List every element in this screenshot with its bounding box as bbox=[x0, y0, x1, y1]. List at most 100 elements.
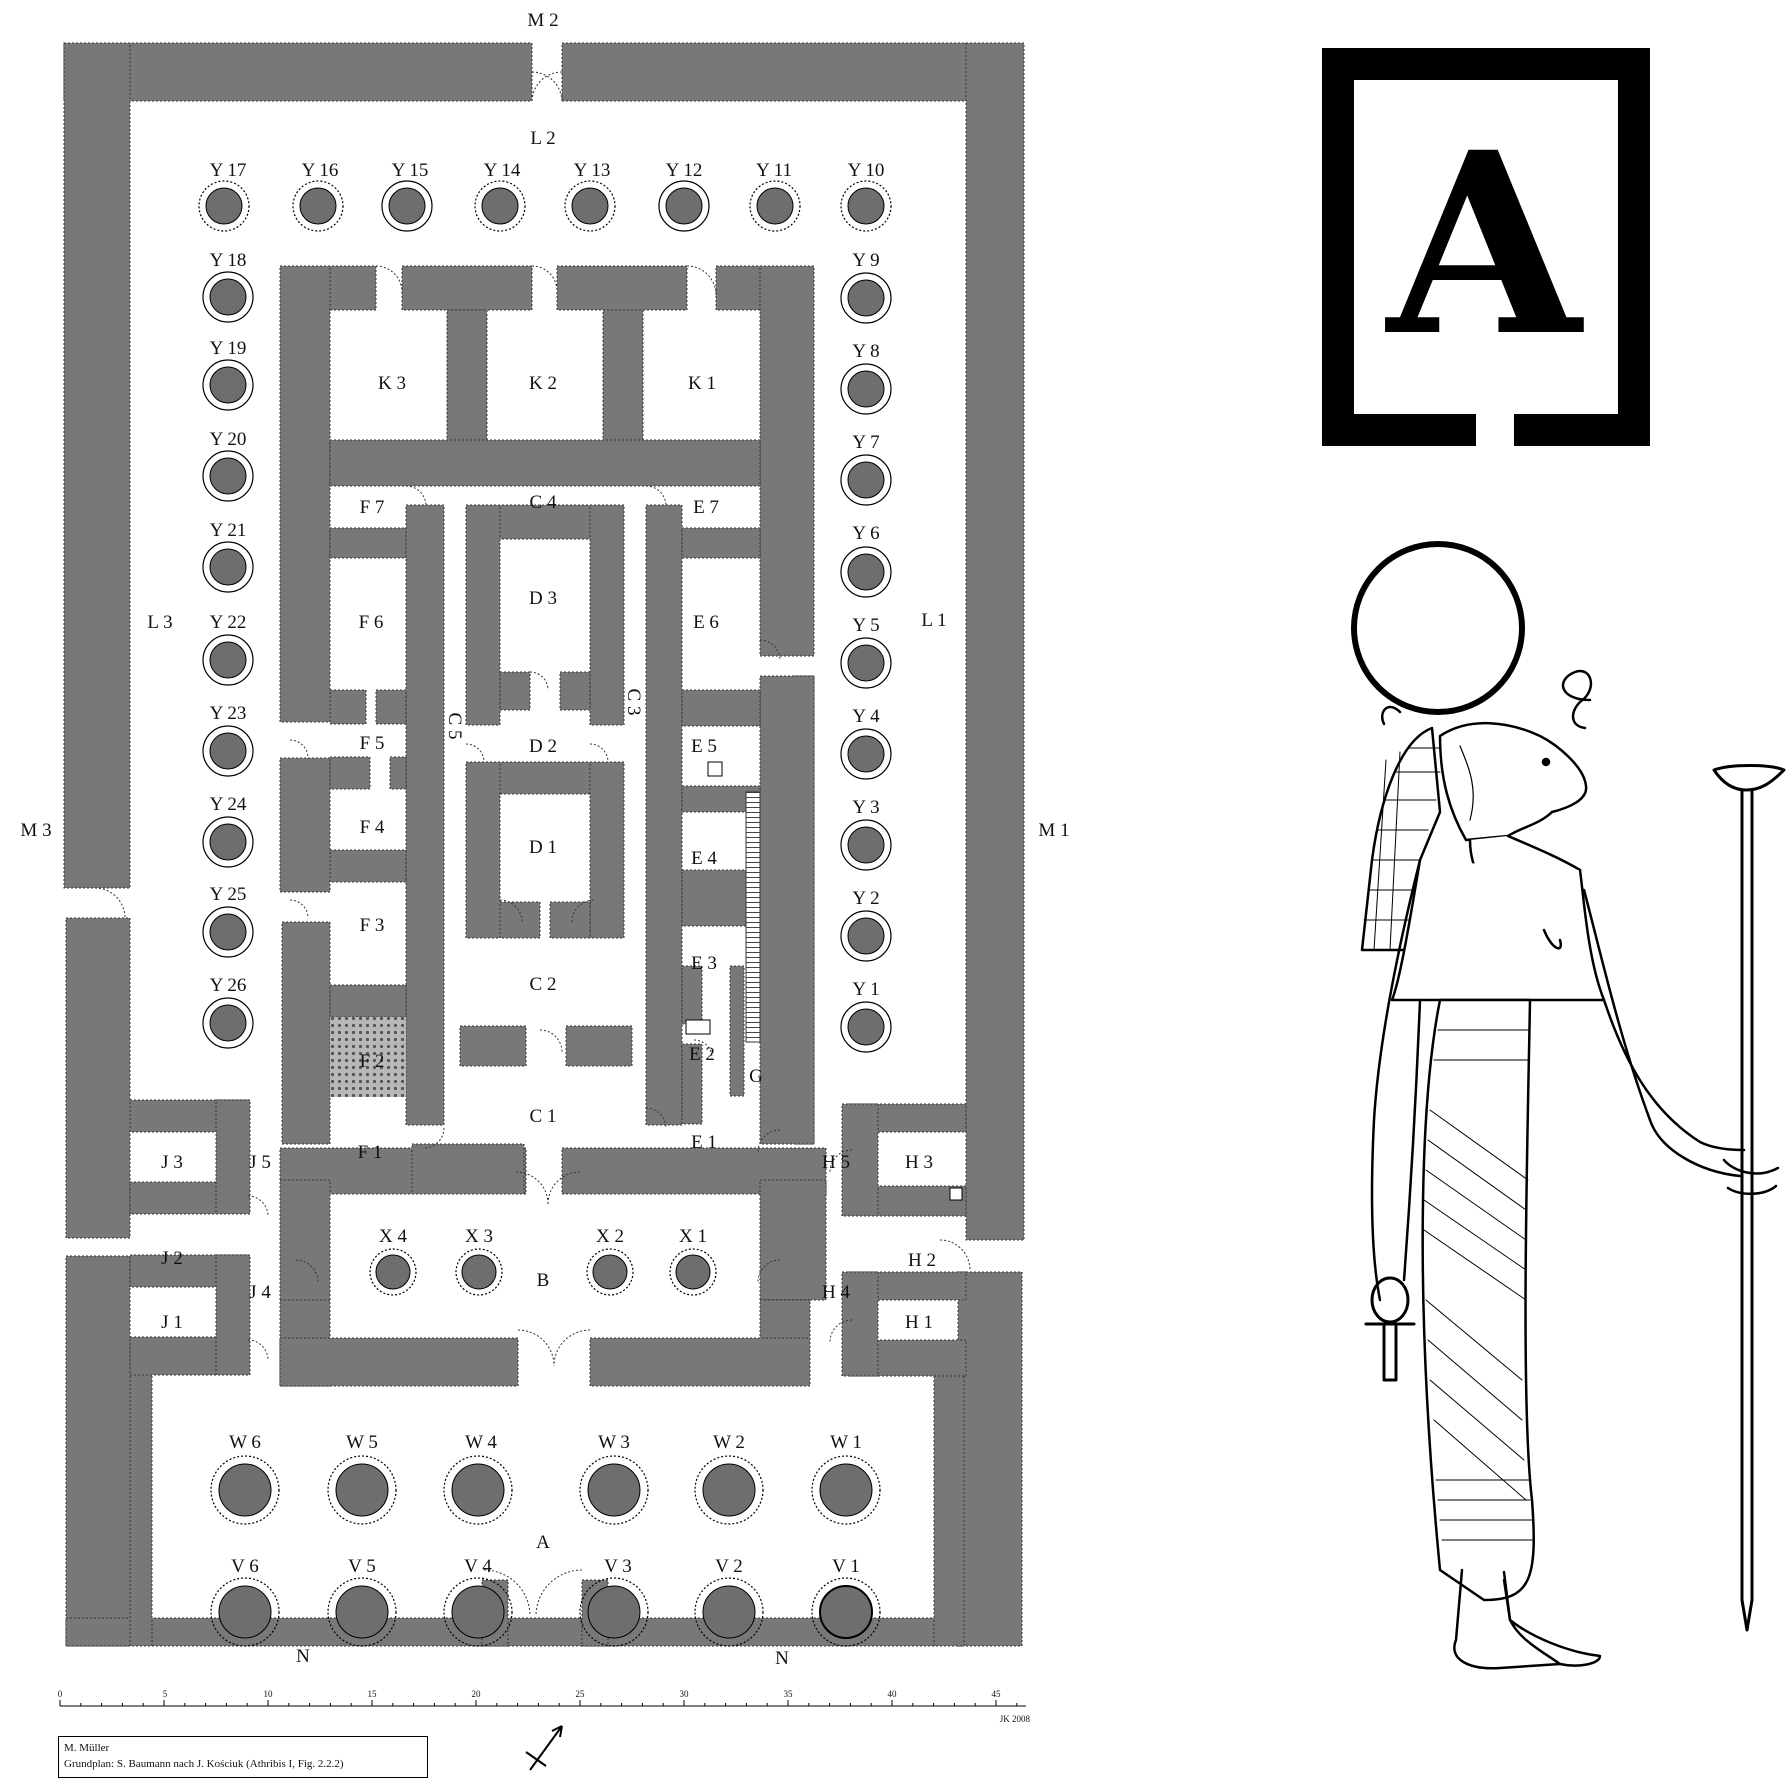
label-m1: M 1 bbox=[1038, 820, 1069, 841]
label-y18: Y 18 bbox=[210, 250, 247, 271]
column-y9 bbox=[840, 272, 892, 324]
label-y24: Y 24 bbox=[210, 794, 247, 815]
label-f5: F 5 bbox=[360, 733, 385, 754]
label-v5: V 5 bbox=[348, 1556, 376, 1577]
north-arrow-icon bbox=[525, 1725, 563, 1771]
label-v2: V 2 bbox=[715, 1556, 743, 1577]
column-y24 bbox=[202, 816, 254, 868]
column-w3 bbox=[579, 1455, 649, 1525]
wall-e-column bbox=[645, 504, 683, 1126]
column-y6 bbox=[840, 546, 892, 598]
wall-d1-right bbox=[589, 761, 625, 939]
wall-c2-right bbox=[565, 1025, 633, 1067]
label-e7: E 7 bbox=[693, 497, 719, 518]
column-y10 bbox=[840, 180, 892, 232]
e2-altar bbox=[685, 1019, 711, 1035]
column-y25 bbox=[202, 906, 254, 958]
label-v1: V 1 bbox=[832, 1556, 860, 1577]
scale-bar: 0 5 10 15 20 25 30 35 40 45 JK 2008 bbox=[58, 1689, 1031, 1724]
wall-f6-bottom bbox=[329, 689, 367, 725]
label-w6: W 6 bbox=[229, 1432, 261, 1453]
column-y26 bbox=[202, 997, 254, 1049]
wall-d3-right bbox=[589, 504, 625, 726]
label-j2: J 2 bbox=[161, 1248, 183, 1269]
wig-pattern bbox=[1363, 747, 1441, 951]
column-x2 bbox=[586, 1248, 634, 1296]
drafter-signature: JK 2008 bbox=[1000, 1714, 1031, 1724]
label-k1: K 1 bbox=[688, 373, 716, 394]
logo-letter: A bbox=[1385, 97, 1584, 391]
column-labels: Y 17 Y 16 Y 15 Y 14 Y 13 Y 12 Y 11 Y 10 … bbox=[210, 160, 885, 1577]
was-scepter-icon bbox=[1712, 764, 1786, 1632]
label-v6: V 6 bbox=[231, 1556, 259, 1577]
column-y18 bbox=[202, 271, 254, 323]
column-w5 bbox=[327, 1455, 397, 1525]
label-d3: D 3 bbox=[529, 588, 557, 609]
column-y12 bbox=[658, 180, 710, 232]
wall-k-bottom bbox=[329, 439, 761, 487]
label-y3: Y 3 bbox=[852, 797, 879, 818]
label-y5: Y 5 bbox=[852, 615, 879, 636]
label-y12: Y 12 bbox=[666, 160, 703, 181]
label-b: B bbox=[537, 1270, 550, 1291]
label-y15: Y 15 bbox=[392, 160, 429, 181]
sun-disk-icon bbox=[1351, 541, 1525, 715]
column-y13 bbox=[564, 180, 616, 232]
column-y5 bbox=[840, 637, 892, 689]
uraeus-icon bbox=[1561, 669, 1593, 730]
label-x2: X 2 bbox=[596, 1226, 624, 1247]
scale-tick-35: 35 bbox=[784, 1689, 794, 1699]
scale-tick-5: 5 bbox=[163, 1689, 168, 1699]
label-x4: X 4 bbox=[379, 1226, 407, 1247]
wall-front-base bbox=[65, 1617, 957, 1647]
patterned-dress bbox=[1421, 998, 1535, 1602]
label-x1: X 1 bbox=[679, 1226, 707, 1247]
label-h1: H 1 bbox=[905, 1312, 933, 1333]
room-f2-hatched bbox=[330, 1017, 406, 1097]
scale-tick-40: 40 bbox=[888, 1689, 898, 1699]
label-e2: E 2 bbox=[689, 1044, 715, 1065]
label-h2: H 2 bbox=[908, 1250, 936, 1271]
wall-j3-side bbox=[215, 1099, 251, 1215]
column-y15 bbox=[381, 180, 433, 232]
wall-b-bottom-left bbox=[279, 1337, 519, 1387]
columns bbox=[198, 180, 892, 1647]
wall-f3-bottom bbox=[329, 984, 407, 1018]
label-h4: H 4 bbox=[822, 1282, 850, 1303]
wall-j1-side bbox=[215, 1254, 251, 1376]
wall-m2-left bbox=[63, 42, 533, 102]
wall-h3-side bbox=[841, 1103, 879, 1217]
wall-m2-right bbox=[561, 42, 1025, 102]
label-y7: Y 7 bbox=[852, 432, 879, 453]
label-e3: E 3 bbox=[691, 953, 717, 974]
label-v3: V 3 bbox=[604, 1556, 632, 1577]
label-y20: Y 20 bbox=[210, 429, 247, 450]
label-j1: J 1 bbox=[161, 1312, 183, 1333]
label-m2: M 2 bbox=[527, 10, 558, 31]
wall-a-right bbox=[933, 1369, 965, 1647]
column-y19 bbox=[202, 359, 254, 411]
temple-walls bbox=[63, 42, 1025, 1647]
label-w3: W 3 bbox=[598, 1432, 630, 1453]
label-y26: Y 26 bbox=[210, 975, 247, 996]
wall-h1-side bbox=[841, 1271, 879, 1377]
wall-f7-bottom bbox=[329, 527, 407, 559]
label-g: G bbox=[749, 1066, 763, 1087]
label-y2: Y 2 bbox=[852, 888, 879, 909]
publisher-logo: A bbox=[1322, 48, 1650, 446]
wall-d3-left bbox=[465, 504, 501, 726]
label-n-right: N bbox=[775, 1648, 789, 1669]
label-j3: J 3 bbox=[161, 1152, 183, 1173]
column-x4 bbox=[369, 1248, 417, 1296]
door-swings bbox=[94, 71, 971, 1617]
label-w2: W 2 bbox=[713, 1432, 745, 1453]
column-y22 bbox=[202, 634, 254, 686]
column-w4 bbox=[443, 1455, 513, 1525]
label-c5: C 5 bbox=[444, 713, 465, 740]
label-y14: Y 14 bbox=[484, 160, 521, 181]
label-m3: M 3 bbox=[20, 820, 51, 841]
label-y23: Y 23 bbox=[210, 703, 247, 724]
wall-top-k3-right bbox=[401, 265, 533, 311]
label-y16: Y 16 bbox=[302, 160, 339, 181]
wall-f-column bbox=[405, 504, 445, 1126]
